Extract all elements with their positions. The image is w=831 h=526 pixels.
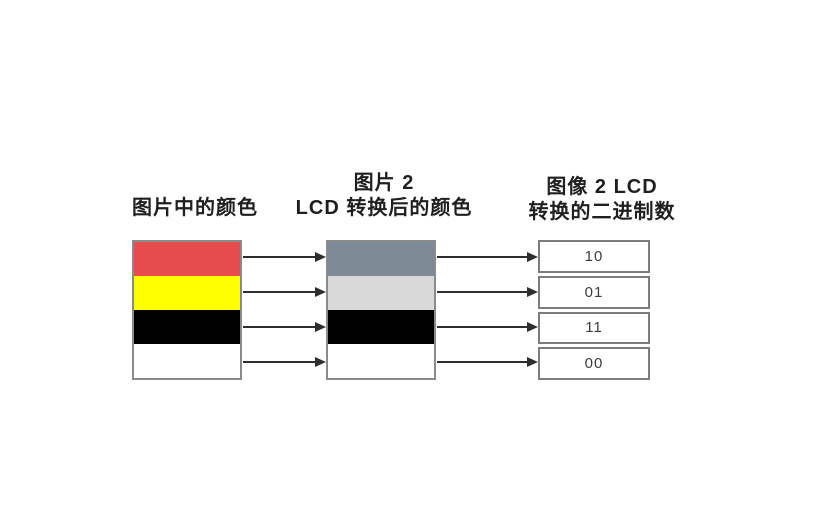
arrowhead-icon: [315, 322, 326, 332]
binary-cell-row2: 01: [538, 275, 650, 309]
column1-title-line1: 图片中的颜色: [132, 197, 258, 219]
arrow-col2-col3-row3: [437, 322, 538, 332]
column1-title: 图片中的颜色: [95, 196, 295, 221]
arrow-col2-col3-row1: [437, 252, 538, 262]
swatch-white-lcd: [328, 344, 434, 378]
binary-table: 10 01 11 00: [538, 240, 650, 380]
column2-title: 图片 2 LCD 转换后的颜色: [284, 171, 484, 221]
arrow-col1-col2-row2: [243, 287, 326, 297]
arrowhead-icon: [315, 252, 326, 262]
arrow-col1-col2-row4: [243, 357, 326, 367]
column3-title: 图像 2 LCD 转换的二进制数: [502, 175, 702, 225]
arrowhead-icon: [527, 357, 538, 367]
arrow-col2-col3-row2: [437, 287, 538, 297]
arrowhead-icon: [315, 357, 326, 367]
swatch-black-lcd: [328, 310, 434, 344]
column3-title-line2: 转换的二进制数: [528, 201, 676, 223]
arrowhead-icon: [527, 252, 538, 262]
swatch-red: [134, 242, 240, 276]
binary-cell-row3: 11: [538, 311, 650, 345]
arrow-col2-col3-row4: [437, 357, 538, 367]
lcd-colors-box: [326, 240, 436, 380]
column2-title-line2: LCD 转换后的颜色: [295, 197, 473, 219]
column3-title-line1: 图像 2 LCD: [546, 176, 658, 198]
arrowhead-icon: [315, 287, 326, 297]
arrow-col1-col2-row3: [243, 322, 326, 332]
binary-cell-row4: 00: [538, 347, 650, 380]
arrowhead-icon: [527, 287, 538, 297]
swatch-black: [134, 310, 240, 344]
swatch-light-gray: [328, 276, 434, 310]
swatch-slate-gray: [328, 242, 434, 276]
column2-title-line1: 图片 2: [353, 172, 415, 194]
arrowhead-icon: [527, 322, 538, 332]
arrow-col1-col2-row1: [243, 252, 326, 262]
swatch-yellow: [134, 276, 240, 310]
original-colors-box: [132, 240, 242, 380]
swatch-white: [134, 344, 240, 378]
binary-cell-row1: 10: [538, 240, 650, 273]
